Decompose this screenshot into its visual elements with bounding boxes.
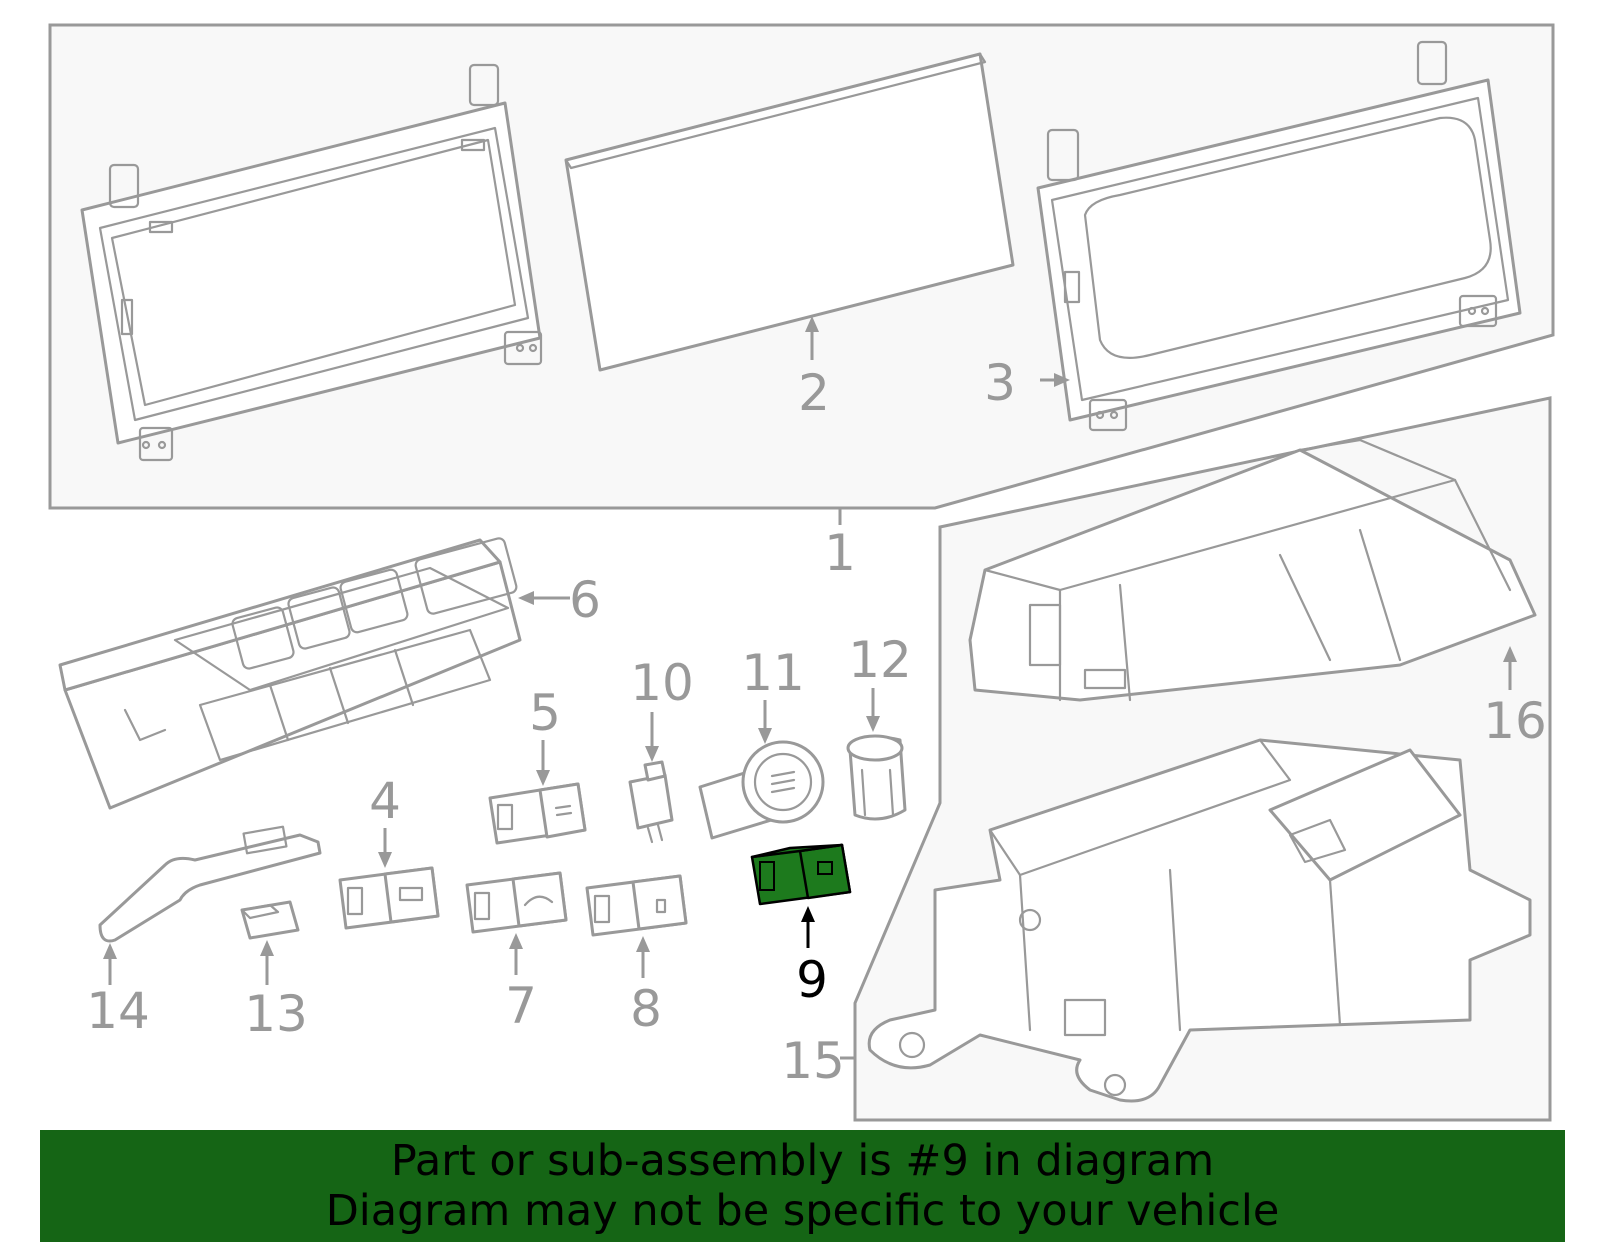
lever-14: [98, 825, 322, 943]
arrowhead-7: [509, 933, 523, 949]
callout-5: 5: [529, 684, 561, 742]
callout-13: 13: [244, 985, 308, 1043]
callout-16: 16: [1483, 692, 1547, 750]
instrument-cluster-bezel: [1036, 40, 1522, 432]
switch-8: [585, 874, 688, 937]
banner-line-2: Diagram may not be specific to your vehi…: [325, 1186, 1280, 1236]
display-panel: [564, 52, 1015, 372]
connector-10: [628, 760, 674, 844]
arrowhead-5: [536, 770, 550, 786]
switch-4: [338, 866, 440, 930]
callout-9: 9: [796, 951, 828, 1009]
callout-10: 10: [630, 654, 694, 712]
arrowhead-6: [518, 591, 534, 605]
arrowhead-8: [636, 936, 650, 952]
banner-line-1: Part or sub-assembly is #9 in diagram: [390, 1136, 1215, 1186]
info-banner: Part or sub-assembly is #9 in diagram Di…: [40, 1130, 1565, 1242]
arrowhead-2: [805, 316, 819, 332]
arrowhead-11: [758, 728, 772, 744]
callout-14: 14: [86, 982, 150, 1040]
callout-3: 3: [984, 354, 1016, 412]
callout-4: 4: [369, 772, 401, 830]
callout-2: 2: [798, 364, 830, 422]
callout-1: 1: [824, 524, 856, 582]
arrowhead-3: [1054, 373, 1070, 387]
arrowhead-4: [378, 852, 392, 868]
switch-panel: [58, 537, 522, 810]
callout-15: 15: [781, 1032, 845, 1090]
callout-7: 7: [505, 977, 537, 1035]
switch-9-highlighted: [750, 843, 852, 906]
switch-5: [488, 782, 587, 845]
arrowhead-13: [260, 940, 274, 956]
clip-13: [240, 900, 300, 940]
start-button-11: [698, 740, 825, 840]
arrowhead-16: [1503, 646, 1517, 662]
housing-16: [968, 438, 1537, 702]
callout-6: 6: [569, 571, 601, 629]
arrowhead-9: [801, 906, 815, 922]
callout-12: 12: [848, 631, 912, 689]
arrowhead-12: [866, 716, 880, 732]
knob-12: [846, 734, 907, 821]
leaders: [103, 316, 1517, 1060]
housing-15: [867, 738, 1532, 1103]
arrowhead-14: [103, 943, 117, 959]
callouts: 1 2 3 6 5 10 11 12 4 14 13 7 8 9 15 16: [86, 354, 1547, 1090]
display-bezel-left: [80, 63, 543, 462]
callout-11: 11: [741, 644, 805, 702]
switch-7: [465, 871, 568, 934]
arrowhead-10: [645, 746, 659, 762]
callout-8: 8: [630, 980, 662, 1038]
